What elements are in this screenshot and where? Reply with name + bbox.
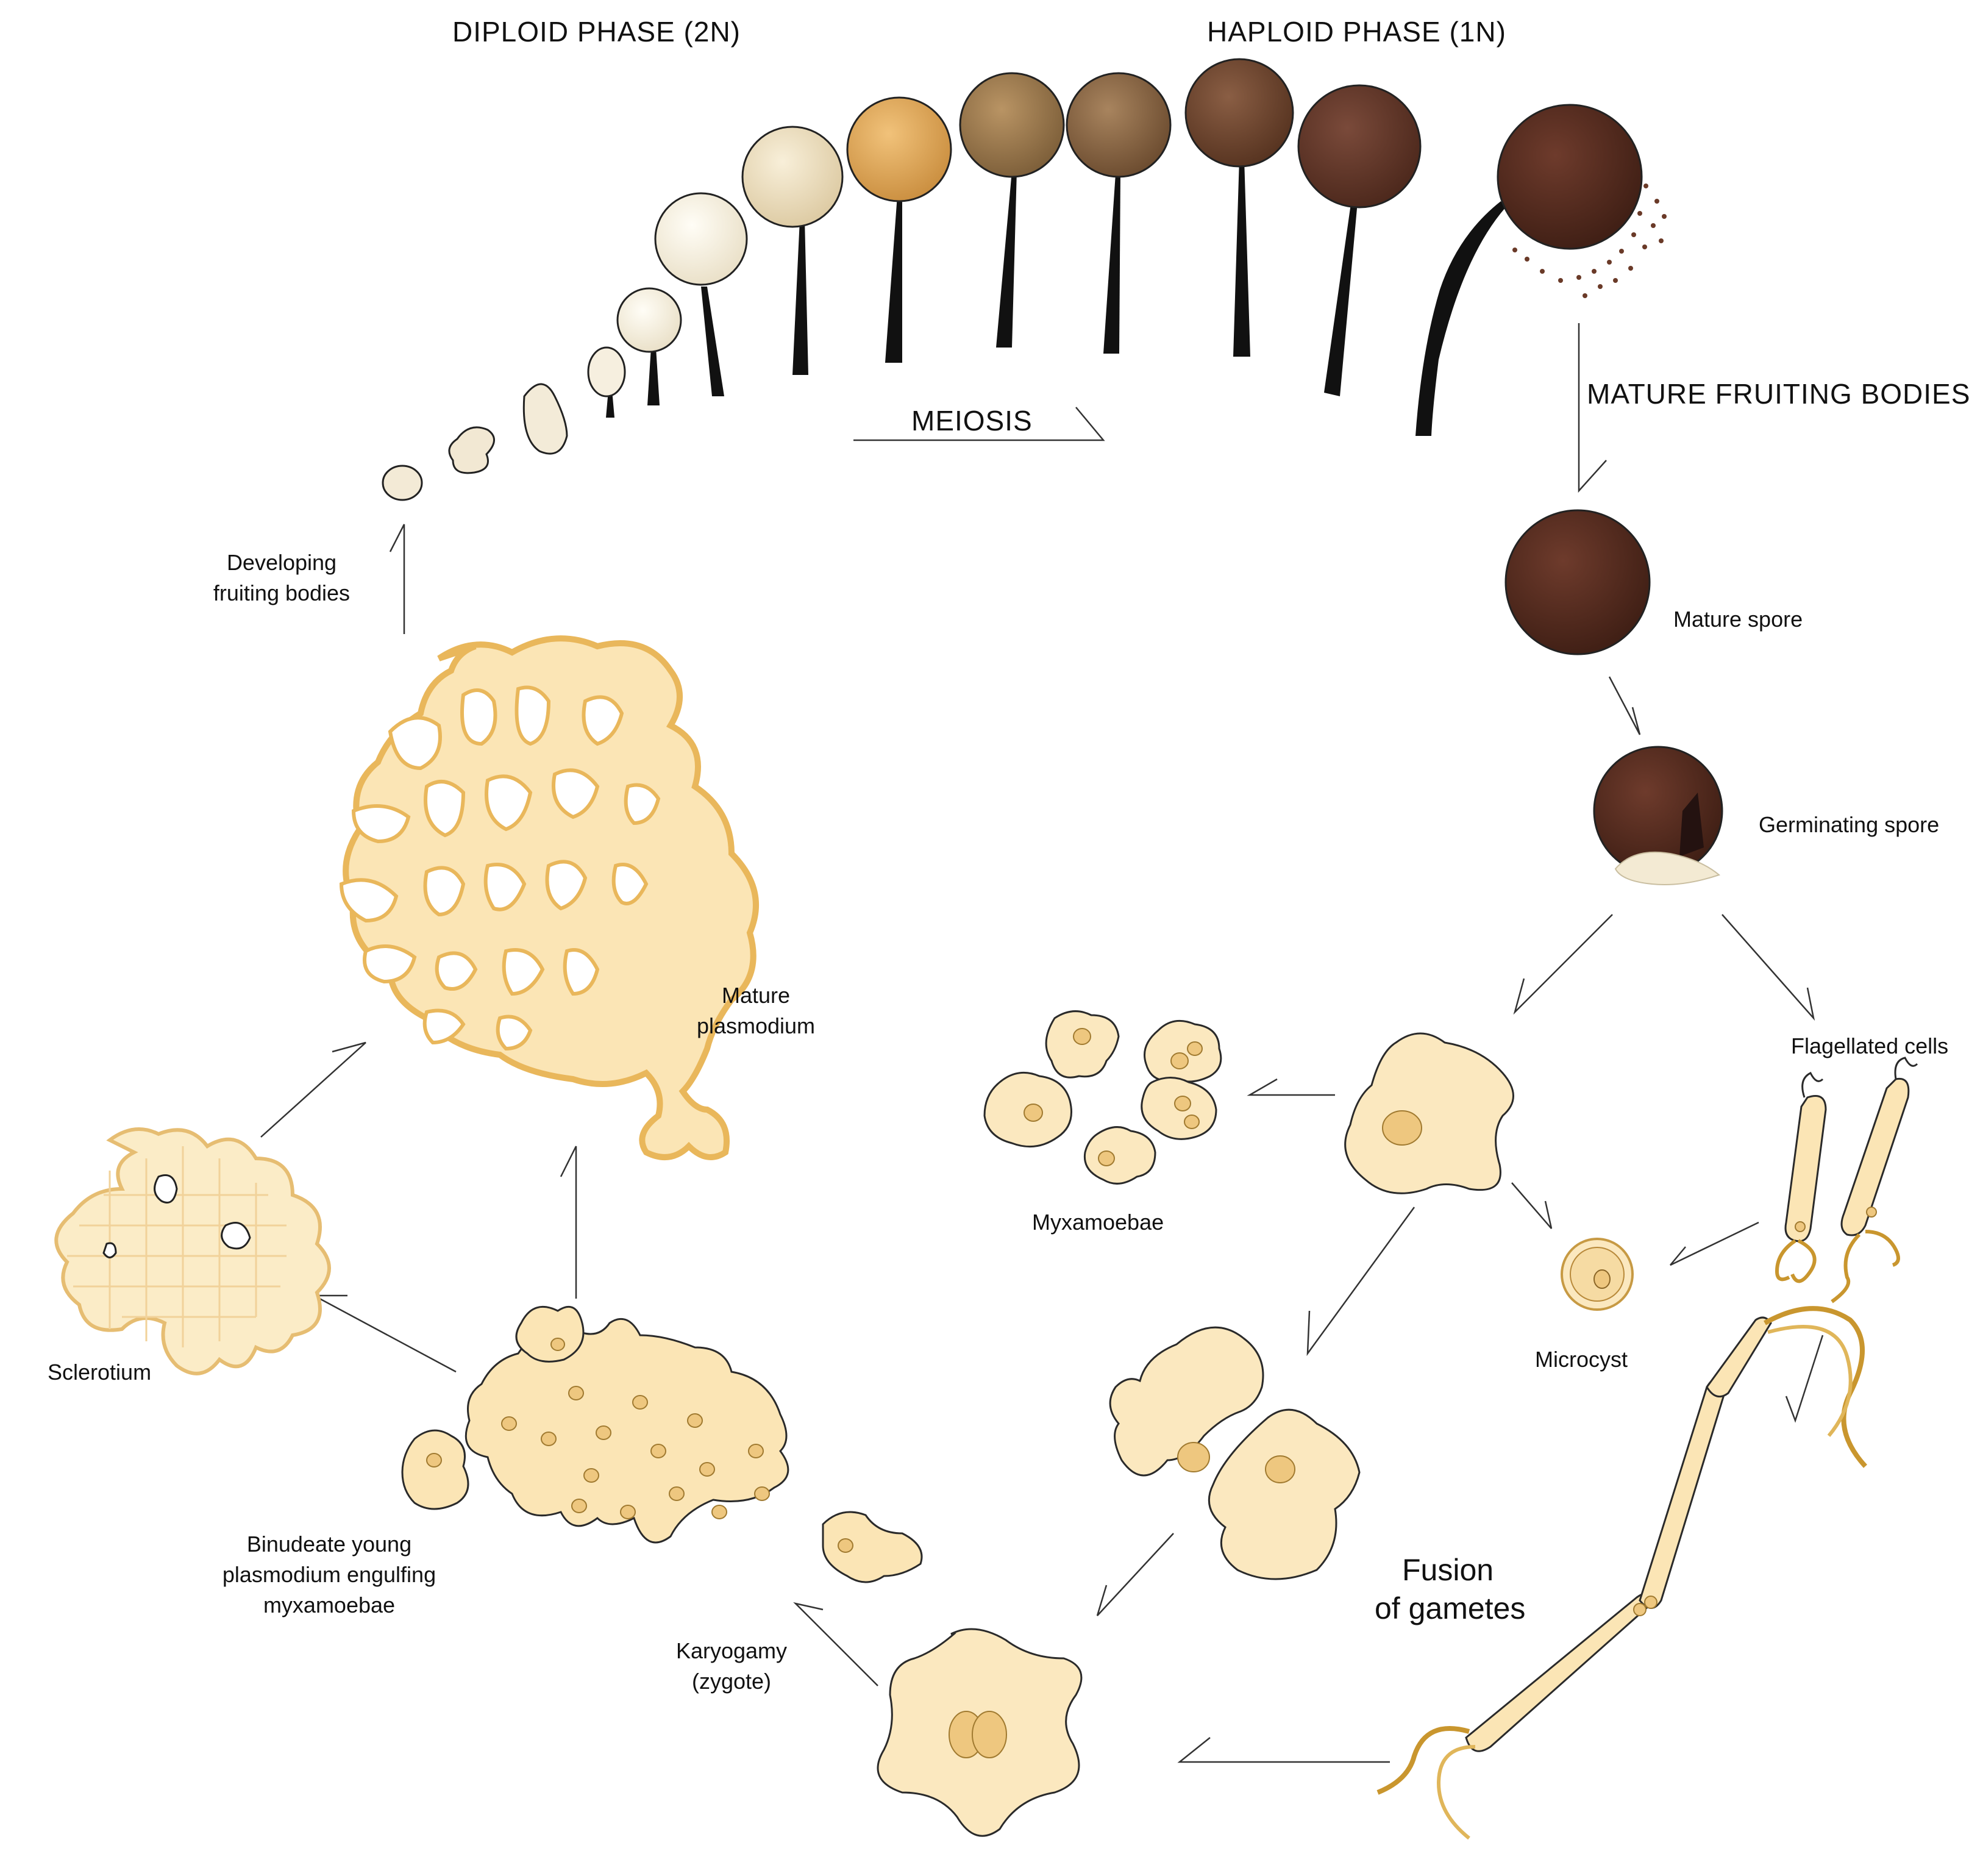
flagellated-cell xyxy=(1831,1057,1918,1304)
developing-fruiting-bodies-label: Developing xyxy=(227,550,336,575)
myxamoeba xyxy=(1045,1010,1120,1079)
fruiting-body-stage-7 xyxy=(741,126,844,375)
fruiting-body-stage-11 xyxy=(1184,58,1294,357)
flagellated-gametes xyxy=(1376,1306,1867,1840)
fruiting-body-stage-10 xyxy=(1066,72,1172,354)
microcyst xyxy=(1561,1238,1634,1311)
fruiting-body-stage-3 xyxy=(522,383,568,455)
arrow-flagellated-to-gametes xyxy=(1785,1335,1824,1423)
fusion-of-gametes-label-2: of gametes xyxy=(1375,1591,1525,1625)
arrow-young-to-mature-plasmodium xyxy=(560,1146,577,1299)
myxamoeba xyxy=(1141,1077,1217,1140)
arrow-fruiting-to-spore xyxy=(1578,323,1607,493)
myxamoebae-label: Myxamoebae xyxy=(1032,1210,1164,1235)
haploid-amoeba xyxy=(1344,1032,1514,1194)
arrow-amoeba-to-microcyst xyxy=(1511,1182,1553,1229)
fruiting-body-stage-9 xyxy=(959,72,1065,348)
developing-fruiting-bodies xyxy=(382,58,1667,501)
mature-spore-label: Mature spore xyxy=(1673,607,1803,632)
arrow-amoeba-to-gametes xyxy=(1306,1207,1415,1357)
arrow-amoeba-to-myxamoebae xyxy=(1247,1078,1335,1096)
fusing-gametes xyxy=(1109,1326,1361,1580)
myxamoeba xyxy=(1144,1019,1222,1083)
fruiting-body-stage-1 xyxy=(382,465,423,501)
karyogamy-label: Karyogamy xyxy=(676,1638,787,1663)
sclerotium-label: Sclerotium xyxy=(48,1360,151,1385)
arrow-plasmodium-to-developing xyxy=(389,524,405,634)
fruiting-body-stage-5 xyxy=(616,287,682,405)
microcyst-label: Microcyst xyxy=(1535,1347,1628,1372)
fruiting-body-stage-6 xyxy=(654,192,748,396)
arrow-zygote-to-young-plasmodium xyxy=(793,1602,878,1686)
fruiting-body-stage-2 xyxy=(448,426,495,474)
arrow-fusion-to-zygote xyxy=(1096,1533,1174,1616)
germinating-spore-label: Germinating spore xyxy=(1759,812,1939,837)
fruiting-body-stage-8 xyxy=(846,96,952,363)
meiosis-label: MEIOSIS xyxy=(911,405,1033,437)
arrow-gametes-to-zygote xyxy=(1177,1737,1390,1763)
diploid-phase-header: DIPLOID PHASE (2N) xyxy=(452,16,741,48)
mature-plasmodium-label: Mature xyxy=(722,983,790,1008)
developing-fruiting-bodies-label-2: fruiting bodies xyxy=(213,580,350,605)
karyogamy-label-2: (zygote) xyxy=(692,1669,771,1694)
mature-plasmodium-label-2: plasmodium xyxy=(697,1013,815,1038)
mature-fruiting-bodies-label: MATURE FRUITING BODIES xyxy=(1587,378,1969,410)
flagellated-cell xyxy=(1775,1071,1827,1283)
myxamoeba xyxy=(983,1071,1072,1148)
arrow-spore-to-germinating xyxy=(1608,676,1641,735)
fruiting-body-stage-12 xyxy=(1297,84,1422,396)
young-plasmodium xyxy=(401,1305,923,1583)
arrow-germinating-to-amoeba xyxy=(1513,914,1613,1015)
zygote xyxy=(877,1628,1083,1837)
binucleate-plasmodium-label-2: plasmodium engulfing xyxy=(223,1562,436,1587)
arrow-young-to-sclerotium xyxy=(313,1294,457,1373)
arrow-germinating-to-flagellated xyxy=(1722,914,1815,1021)
flagellated-cells xyxy=(1775,1057,1918,1304)
fusion-of-gametes-label: Fusion xyxy=(1402,1553,1494,1587)
meiosis-arrow xyxy=(853,407,1105,441)
sclerotium xyxy=(54,1127,331,1375)
mature-spore xyxy=(1504,509,1651,655)
haploid-phase-header: HAPLOID PHASE (1N) xyxy=(1207,16,1506,48)
myxamoebae xyxy=(983,1010,1222,1185)
binucleate-plasmodium-label: Binudeate young xyxy=(247,1532,411,1557)
myxamoeba xyxy=(1083,1126,1156,1185)
fruiting-body-stage-4 xyxy=(587,346,626,418)
mature-plasmodium xyxy=(339,635,759,1160)
binucleate-plasmodium-label-3: myxamoebae xyxy=(263,1592,395,1617)
germinating-spore xyxy=(1593,746,1723,885)
released-spores xyxy=(1512,184,1667,298)
arrow-flagellated-to-microcyst xyxy=(1670,1221,1759,1266)
arrow-sclerotium-to-mature-plasmodium xyxy=(260,1041,366,1138)
flagellated-cells-label: Flagellated cells xyxy=(1791,1033,1948,1058)
fruiting-body-mature xyxy=(1415,104,1643,436)
